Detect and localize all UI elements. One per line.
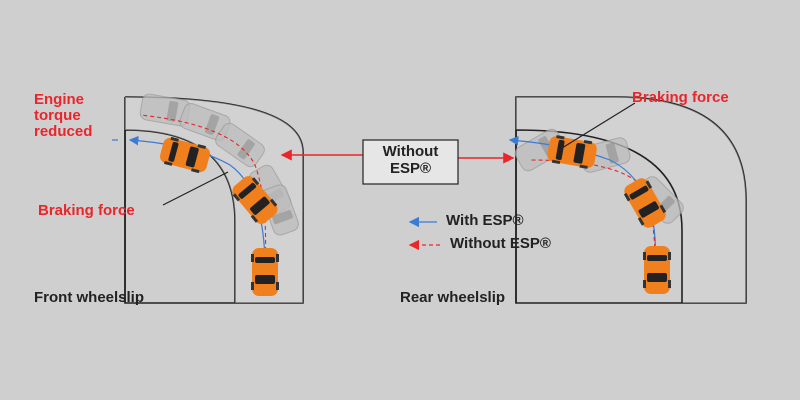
car bbox=[251, 248, 279, 296]
braking-force-label-right: Braking force bbox=[632, 89, 729, 106]
engine-torque-line-3: reduced bbox=[34, 122, 93, 140]
engine-torque-line-2: torque bbox=[34, 106, 81, 124]
road-right-inner-edge bbox=[515, 129, 683, 303]
car bbox=[643, 246, 671, 294]
legend-with-esp: With ESP® bbox=[446, 212, 524, 229]
engine-torque-line-1: Engine bbox=[34, 91, 85, 108]
without-esp-path-left bbox=[139, 114, 267, 266]
front-wheelslip-label: Front wheelslip bbox=[34, 289, 145, 306]
legend-without-esp: Without ESP® bbox=[450, 235, 551, 252]
braking-force-pointer-right bbox=[561, 102, 636, 149]
without-esp-box bbox=[362, 139, 459, 185]
box-line-2: ESP® bbox=[389, 159, 432, 177]
road-right bbox=[515, 96, 747, 304]
braking-force-label-left: Braking force bbox=[38, 202, 135, 219]
rear-wheelslip-label: Rear wheelslip bbox=[400, 289, 506, 306]
car bbox=[545, 134, 599, 170]
without-esp-box-text: Without ESP® bbox=[363, 143, 458, 177]
engine-torque-label: Engine torque reduced bbox=[34, 92, 92, 139]
braking-force-pointer-left bbox=[162, 171, 229, 206]
box-line-1: Without bbox=[382, 143, 439, 160]
